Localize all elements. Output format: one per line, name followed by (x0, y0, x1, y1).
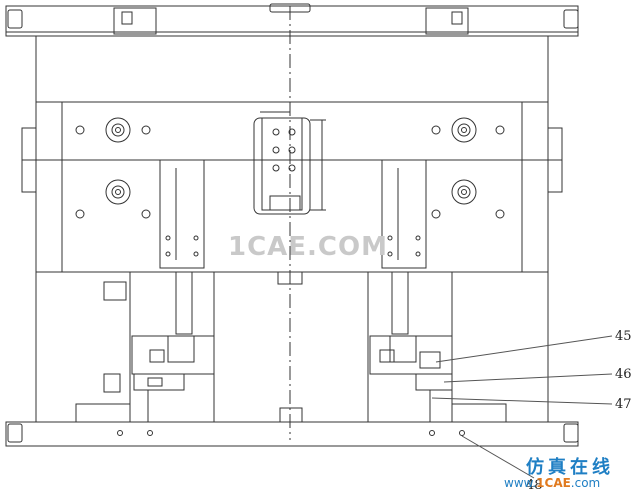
watermark-url-brand: 1CAE (536, 476, 571, 490)
lower-structure (75, 271, 507, 423)
callout-47: 47 (615, 397, 632, 412)
guide-holes (75, 117, 505, 219)
right-slide-plate (381, 159, 427, 269)
callout-46: 46 (615, 367, 632, 382)
callout-45: 45 (615, 329, 632, 344)
watermark-center: 1CAE.COM (228, 232, 388, 262)
watermark-url-suffix: .com (570, 476, 601, 490)
watermark-url-prefix: www. (504, 476, 537, 490)
watermark-url: www.1CAE.com (504, 476, 600, 490)
center-bracket (253, 111, 326, 215)
watermark-chinese: 仿真在线 (526, 457, 614, 478)
mold-body (21, 35, 563, 423)
leader-lines (431, 335, 613, 479)
top-clamp-plate (5, 3, 579, 37)
callout-48: 48 (526, 478, 543, 493)
left-slide-plate (159, 159, 205, 269)
bottom-clamp-plate (5, 421, 579, 447)
